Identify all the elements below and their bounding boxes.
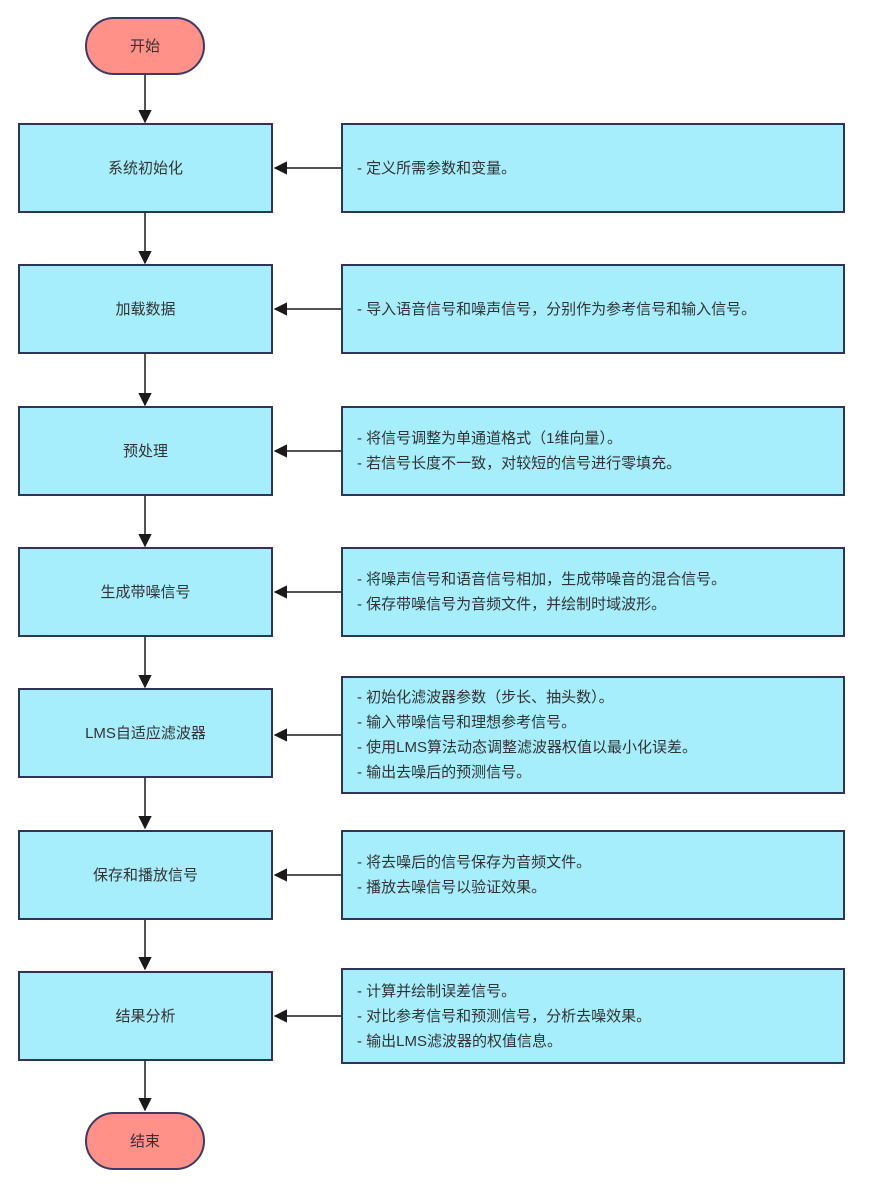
end-terminal: 结束 (85, 1112, 205, 1170)
start-label: 开始 (129, 37, 160, 55)
process-box-load-data: 加载数据 (18, 264, 273, 354)
note-box-result-analysis: - 计算并绘制误差信号。 - 对比参考信号和预测信号，分析去噪效果。 - 输出L… (341, 968, 845, 1064)
note-box-save-play-signal: - 将去噪后的信号保存为音频文件。 - 播放去噪信号以验证效果。 (341, 830, 845, 920)
note-box-lms-adaptive-filter: - 初始化滤波器参数（步长、抽头数）。 - 输入带噪信号和理想参考信号。 - 使… (341, 676, 845, 794)
note-text: - 初始化滤波器参数（步长、抽头数）。 - 输入带噪信号和理想参考信号。 - 使… (357, 689, 698, 781)
note-box-system-init: - 定义所需参数和变量。 (341, 123, 845, 213)
process-label: 保存和播放信号 (92, 866, 198, 884)
note-box-load-data: - 导入语音信号和噪声信号，分别作为参考信号和输入信号。 (341, 264, 845, 354)
process-label: 预处理 (122, 442, 168, 460)
process-box-generate-noisy-signal: 生成带噪信号 (18, 547, 273, 637)
process-box-result-analysis: 结果分析 (18, 971, 273, 1061)
note-text: - 将去噪后的信号保存为音频文件。 - 播放去噪信号以验证效果。 (357, 854, 592, 896)
note-text: - 将噪声信号和语音信号相加，生成带噪音的混合信号。 - 保存带噪信号为音频文件… (357, 571, 727, 613)
process-label: 加载数据 (115, 300, 176, 318)
process-box-system-init: 系统初始化 (18, 123, 273, 213)
note-text: - 计算并绘制误差信号。 - 对比参考信号和预测信号，分析去噪效果。 - 输出L… (357, 982, 652, 1050)
start-terminal: 开始 (85, 17, 205, 75)
note-box-generate-noisy-signal: - 将噪声信号和语音信号相加，生成带噪音的混合信号。 - 保存带噪信号为音频文件… (341, 547, 845, 637)
note-text: - 导入语音信号和噪声信号，分别作为参考信号和输入信号。 (357, 300, 757, 318)
note-box-preprocess: - 将信号调整为单通道格式（1维向量）。 - 若信号长度不一致，对较短的信号进行… (341, 406, 845, 496)
process-box-preprocess: 预处理 (18, 406, 273, 496)
process-label: 系统初始化 (107, 159, 183, 177)
process-box-save-play-signal: 保存和播放信号 (18, 830, 273, 920)
process-box-lms-adaptive-filter: LMS自适应滤波器 (18, 688, 273, 778)
note-text: - 将信号调整为单通道格式（1维向量）。 - 若信号长度不一致，对较短的信号进行… (357, 430, 682, 472)
process-label: 生成带噪信号 (100, 583, 191, 601)
note-text: - 定义所需参数和变量。 (357, 159, 517, 177)
process-label: 结果分析 (115, 1007, 176, 1025)
process-label: LMS自适应滤波器 (85, 724, 206, 742)
end-label: 结束 (129, 1132, 160, 1150)
